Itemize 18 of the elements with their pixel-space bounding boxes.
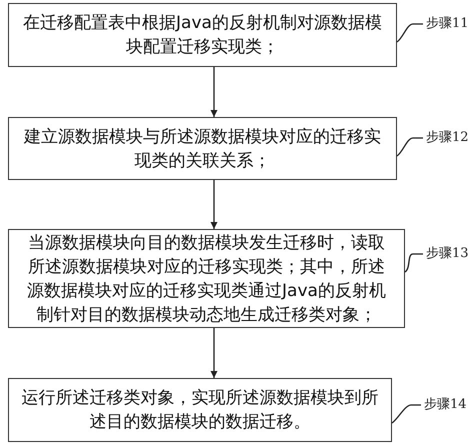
step-label: 步骤14	[424, 395, 467, 415]
step-text: 建立源数据模块与所述源数据模块对应的迁移实现类的关联关系；	[22, 126, 382, 172]
process-box	[8, 3, 397, 67]
step-text: 运行所述迁移类对象，实现所述源数据模块到所述目的数据模块的数据迁移。	[21, 387, 379, 434]
step-label: 步骤11	[426, 14, 469, 34]
arrow	[210, 67, 218, 117]
leader-line	[396, 137, 423, 156]
process-box	[8, 117, 397, 180]
step-text: 当源数据模块向目的数据模块发生迁移时，读取所述源数据模块对应的迁移实现类；其中，所述源数据模块对应的迁移实现类通过Java的反射机制针对目的数据模块动态地生成迁移类对象；	[26, 232, 387, 326]
leader-line	[392, 404, 421, 424]
step-text: 在迁移配置表中根据Java的反射机制对源数据模块配置迁移实现类；	[22, 12, 383, 59]
arrow	[210, 328, 218, 378]
step-label: 步骤12	[426, 128, 469, 148]
leader-line	[404, 253, 423, 272]
process-box	[8, 378, 392, 442]
arrow	[210, 180, 218, 229]
leader-line	[396, 23, 423, 42]
step-label: 步骤13	[426, 244, 469, 264]
